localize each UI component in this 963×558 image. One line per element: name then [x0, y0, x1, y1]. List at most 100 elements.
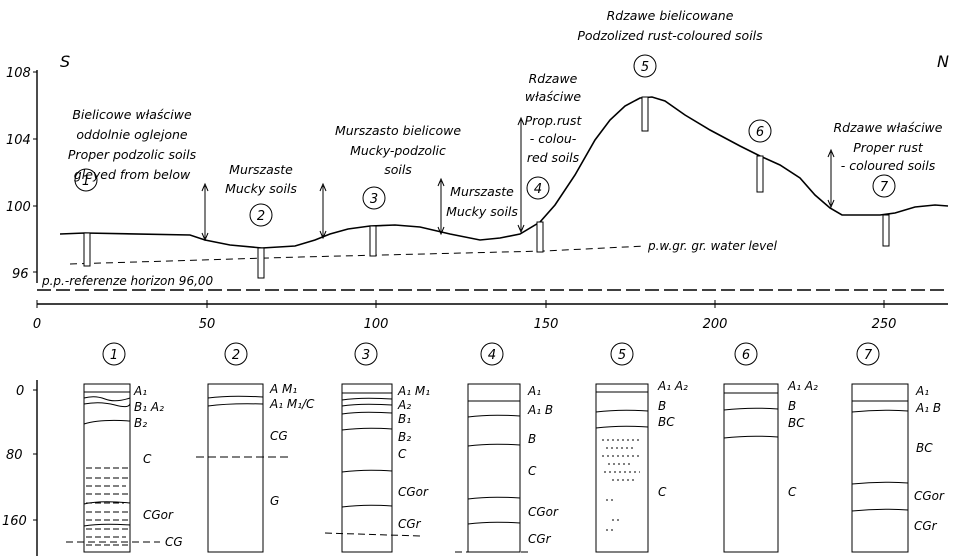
- profile-column: [207, 383, 264, 553]
- site-number: 7: [880, 180, 889, 195]
- y-tick-label-100: 100: [6, 200, 31, 215]
- horizon-label: CG: [270, 429, 288, 443]
- x-tick-label-50: 50: [199, 317, 216, 332]
- site-marker-6: [748, 119, 772, 143]
- horizon-label: CGor: [914, 489, 945, 503]
- horizon-label: CGor: [143, 508, 174, 522]
- horizon-label: CGr: [528, 532, 552, 546]
- boundary-arrows: [201, 116, 835, 242]
- horizon-label: A M₁: [269, 382, 297, 396]
- y-tick-label-108: 108: [6, 66, 31, 81]
- site-5-label-line: Rdzawe bielicowane: [607, 8, 734, 23]
- horizon-label: B: [788, 399, 796, 413]
- site-4-label-line: Prop.rust: [525, 113, 583, 128]
- soil-profiles: 0 80 160 1 A₁ B₁ A₂ B₂ C CGor CG 2: [2, 342, 945, 556]
- site-2-label-line: Mucky soils: [225, 181, 297, 196]
- site-4-label-line: - colou-: [530, 131, 577, 146]
- profile-column: [467, 383, 521, 553]
- horizon-label: A₁ A₂: [787, 379, 818, 393]
- borehole-7: [882, 214, 890, 247]
- horizon-label: B₂: [134, 416, 147, 430]
- horizon-label: A₁ M₁/C: [269, 397, 315, 411]
- profile-6: 6 A₁ A₂ B BC C: [723, 342, 818, 553]
- horizon-label: C: [788, 485, 797, 499]
- horizon-label: A₁: [527, 384, 541, 398]
- horizon-label: CGor: [398, 485, 429, 499]
- site-1-label-line: oddolnie oglejone: [76, 127, 187, 142]
- borehole-2: [257, 247, 265, 279]
- site-1-label-line: Bielicowe właściwe: [72, 107, 192, 122]
- x-tick-label-250: 250: [872, 317, 897, 332]
- horizon-label: B₁: [398, 412, 411, 426]
- profile-7: 7 A₁ A₁ B BC CGor CGr: [851, 342, 945, 553]
- site-marker-7: [872, 174, 896, 198]
- horizon-label: C: [143, 452, 152, 466]
- reference-horizon-label: p.p.-referenze horizon 96,00: [41, 274, 214, 288]
- borehole-4: [536, 221, 544, 253]
- horizon-label: CGor: [528, 505, 559, 519]
- profile-column: [595, 383, 649, 553]
- horizon-label: A₂: [397, 398, 411, 412]
- site-number: 2: [257, 209, 265, 224]
- site-3-label-line: Mucky-podzolic: [350, 143, 446, 158]
- profile-3: 3 A₁ M₁ A₂ B₁ B₂ C CGor CGr: [324, 342, 430, 553]
- profile-number: 2: [232, 348, 240, 363]
- profile-number: 7: [864, 348, 873, 363]
- horizon-label: A₁ B: [527, 403, 553, 417]
- profile-number: 3: [362, 348, 370, 363]
- site-number: 1: [82, 174, 90, 189]
- site-marker-2: [249, 203, 273, 227]
- x-tick-label-100: 100: [364, 317, 389, 332]
- borehole-5: [641, 96, 649, 132]
- horizon-label: C: [398, 447, 407, 461]
- site-marker-3: [362, 186, 386, 210]
- terrain-surface: [59, 96, 949, 249]
- site-4-label-line: właściwe: [525, 89, 582, 104]
- horizon-label: BC: [788, 416, 805, 430]
- site-marker-1: [74, 168, 98, 192]
- site-number: 3: [370, 192, 378, 207]
- horizon-label: B₂: [398, 430, 411, 444]
- profile-4: 4 A₁ A₁ B B C CGor CGr: [455, 342, 559, 553]
- south-label: S: [60, 52, 70, 71]
- site-4a-label-line: Murszaste: [450, 184, 514, 199]
- profile-5: 5 A₁ A₂ B BC C: [595, 342, 688, 553]
- y-tick-label-104: 104: [6, 133, 31, 148]
- soil-type-labels: Bielicowe właściwe oddolnie oglejone Pro…: [68, 8, 943, 219]
- site-2-label-line: Murszaste: [229, 162, 293, 177]
- depth-tick-label-0: 0: [16, 384, 24, 399]
- horizon-label: CG: [165, 535, 183, 549]
- profile-number: 6: [742, 348, 750, 363]
- site-3-label-line: soils: [384, 162, 412, 177]
- horizon-label: B: [528, 432, 536, 446]
- horizon-label: A₁ A₂: [657, 379, 688, 393]
- horizon-label: B: [658, 399, 666, 413]
- horizon-label: C: [528, 464, 537, 478]
- depth-tick-label-160: 160: [2, 514, 27, 529]
- profile-1: 1 A₁ B₁ A₂ B₂ C CGor CG: [66, 342, 183, 553]
- horizon-label: A₁: [915, 384, 929, 398]
- horizon-label: A₁ M₁: [397, 384, 430, 398]
- x-tick-label-150: 150: [534, 317, 559, 332]
- profile-column: [851, 383, 909, 553]
- site-7-label-line: Proper rust: [853, 140, 924, 155]
- site-marker-4: [526, 176, 550, 200]
- depth-tick-label-80: 80: [6, 448, 23, 463]
- horizon-label: C: [658, 485, 667, 499]
- horizon-label: B₁ A₂: [134, 400, 164, 414]
- profile-column: [341, 383, 393, 553]
- borehole-1: [83, 232, 91, 267]
- horizon-label: CGr: [398, 517, 422, 531]
- site-markers: 1 2 3 4 5 6 7: [74, 54, 896, 227]
- site-7-label-line: Rdzawe właściwe: [834, 120, 943, 135]
- site-1-label-line: gleyed from below: [74, 167, 191, 182]
- north-label: N: [937, 52, 949, 71]
- borehole-6: [756, 155, 764, 193]
- distance-axis-ticks: [36, 300, 885, 308]
- horizon-label: A₁ B: [915, 401, 941, 415]
- site-4-label-line: Rdzawe: [529, 71, 578, 86]
- profile-number: 4: [488, 348, 496, 363]
- site-number: 6: [756, 125, 764, 140]
- site-7-label-line: - coloured soils: [841, 158, 936, 173]
- x-tick-label-200: 200: [703, 317, 728, 332]
